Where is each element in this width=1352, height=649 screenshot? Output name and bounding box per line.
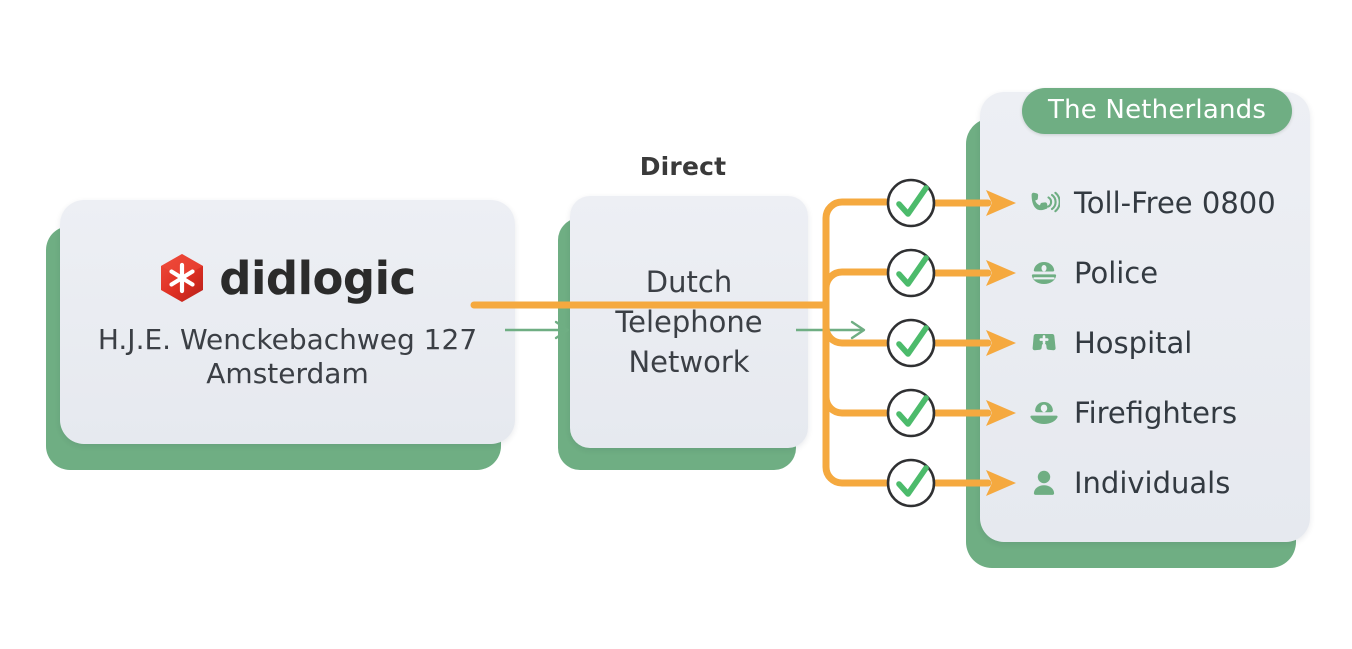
person-icon (1033, 470, 1055, 495)
check-circle-icon (886, 388, 936, 438)
check-circle-icon (886, 178, 936, 228)
branch-4 (822, 301, 890, 417)
list-item-label: Police (1074, 255, 1159, 290)
service-list: Toll-Free 0800 Police Hospital (980, 92, 1310, 542)
list-item[interactable]: Hospital (1028, 323, 1192, 363)
list-item[interactable]: Police (1028, 253, 1158, 293)
origin-address: H.J.E. Wenckebachweg 127 Amsterdam (98, 323, 477, 390)
branch-3 (822, 301, 890, 347)
didlogic-wordmark: didlogic (219, 251, 416, 305)
direct-label: Direct (639, 152, 727, 181)
netherlands-badge: The Netherlands (1022, 88, 1293, 134)
check-circles (886, 178, 936, 508)
hexagon-asterisk-icon (159, 253, 205, 303)
destination-panel (966, 92, 1310, 568)
network-line-2: Telephone (615, 304, 763, 339)
card-face (980, 92, 1310, 542)
card-face (60, 200, 515, 444)
branch-5 (822, 301, 890, 487)
network-line-1: Dutch (645, 264, 733, 299)
green-arrow-left (505, 320, 570, 340)
nurse-cap-cross-icon (1032, 334, 1056, 351)
address-line-1: H.J.E. Wenckebachweg 127 (97, 323, 478, 357)
list-item[interactable]: Individuals (1028, 463, 1230, 503)
branch-1 (822, 198, 890, 309)
list-item-label: Individuals (1074, 465, 1231, 500)
address-line-2: Amsterdam (206, 357, 369, 390)
origin-card: didlogic H.J.E. Wenckebachweg 127 Amster… (46, 200, 515, 470)
network-line-3: Network (628, 345, 750, 379)
card-face (570, 196, 808, 448)
network-card (558, 196, 808, 470)
orange-trunk-branches (470, 198, 992, 487)
check-circle-icon (886, 248, 936, 298)
list-item-label: Toll-Free 0800 (1074, 185, 1276, 220)
police-cap-icon (1031, 262, 1057, 284)
branch-2 (822, 268, 890, 309)
orange-arrowheads (986, 190, 1016, 496)
list-item[interactable]: Firefighters (1028, 393, 1237, 433)
phone-ringing-icon (1031, 191, 1060, 213)
didlogic-logo: didlogic (159, 253, 416, 303)
list-item-label: Firefighters (1074, 395, 1238, 430)
list-item-label: Hospital (1074, 325, 1193, 360)
fire-helmet-icon (1030, 402, 1058, 424)
network-card-text: Dutch Telephone Network (570, 196, 808, 448)
list-item[interactable]: Toll-Free 0800 (1028, 183, 1276, 223)
check-circle-icon (886, 458, 936, 508)
check-circle-icon (886, 318, 936, 368)
